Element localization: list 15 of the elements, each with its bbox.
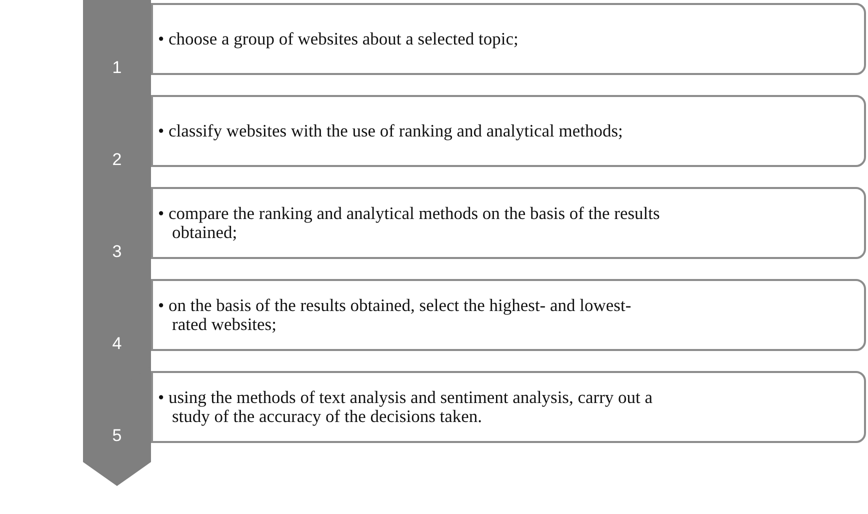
step-box — [151, 3, 866, 75]
step-number: 3 — [111, 242, 123, 262]
step-box — [151, 187, 866, 259]
step-text: • choose a group of websites about a selected topic; — [158, 30, 520, 48]
step-text: • classify websites with the use of ranking and analytical methods; — [158, 122, 624, 140]
step-text: • compare the ranking and analytical methods on the basis of the results obtained; — [158, 204, 661, 242]
step-text: • on the basis of the results obtained, select the highest- and lowest-rated websites; — [158, 296, 632, 334]
step-number: 2 — [111, 150, 123, 170]
step-box — [151, 371, 866, 443]
step-box — [151, 279, 866, 351]
step-number: 5 — [111, 426, 123, 446]
step-number: 4 — [111, 334, 123, 354]
step-number: 1 — [111, 58, 123, 78]
step-text: • using the methods of text analysis and sentiment analysis, carry out a study of the accuracy of the decisions taken. — [158, 388, 654, 426]
step-box — [151, 95, 866, 167]
